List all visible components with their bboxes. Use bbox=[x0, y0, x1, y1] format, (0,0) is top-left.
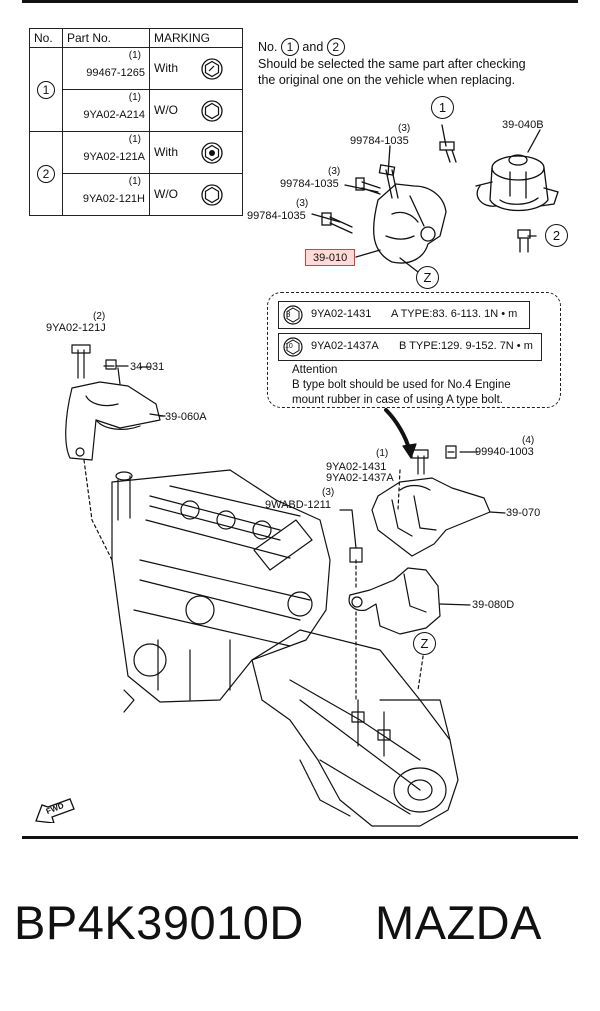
label-39-060a: 39-060A bbox=[165, 411, 207, 423]
header-part-no: Part No. bbox=[62, 28, 150, 48]
parts-table: No. Part No. MARKING 1 (1) 99467-1265 Wi… bbox=[29, 28, 243, 216]
marking-text: W/O bbox=[154, 102, 178, 117]
marking-text: With bbox=[154, 60, 178, 75]
marking-text: With bbox=[154, 144, 178, 159]
part-number: 9YA02-121H bbox=[82, 192, 145, 205]
note-and: and bbox=[302, 40, 324, 54]
qty-label: (3) bbox=[328, 166, 341, 177]
table-row: (1) 9YA02-121H W/O bbox=[30, 173, 243, 216]
bolt-mark-10: 10 bbox=[285, 343, 293, 350]
bolt-mark-10-icon bbox=[283, 337, 303, 357]
part-cell: (1) 9YA02-121H bbox=[62, 173, 150, 216]
selection-note: No. 1 and 2 Should be selected the same … bbox=[258, 38, 526, 88]
plain-bolt-icon bbox=[201, 183, 223, 206]
marked-bolt-icon bbox=[201, 57, 223, 80]
callout-z-lower: Z bbox=[413, 632, 436, 655]
attention-note: Attention B type bolt should be used for… bbox=[292, 363, 511, 408]
qty-label: (1) bbox=[128, 50, 141, 61]
marking-cell: With bbox=[149, 131, 243, 174]
qty-label: (1) bbox=[376, 448, 389, 459]
engine-assembly-drawing bbox=[65, 344, 506, 827]
callout-z-upper: Z bbox=[416, 266, 439, 289]
attention-line-1: B type bolt should be used for No.4 Engi… bbox=[292, 379, 511, 391]
group-number-1: 1 bbox=[37, 80, 55, 99]
part-cell: (1) 9YA02-121A bbox=[62, 131, 150, 174]
group-no-cell: 2 bbox=[29, 131, 63, 216]
note-line-1: No. 1 and 2 bbox=[258, 38, 526, 56]
spec-row-a: 8 9YA02-1431 A TYPE:83. 6-113. 1N • m bbox=[278, 301, 530, 329]
label-39-040b: 39-040B bbox=[502, 119, 544, 131]
bolt-mark-8: 8 bbox=[286, 310, 291, 319]
qty-label: (4) bbox=[522, 435, 535, 446]
qty-label: (3) bbox=[296, 198, 309, 209]
label-99784-1035-a: 99784-1035 bbox=[350, 135, 409, 147]
highlight-39-010 bbox=[305, 249, 355, 266]
upper-mount-drawing bbox=[311, 124, 559, 273]
note-lead: No. bbox=[258, 40, 278, 54]
label-34-031: 34-031 bbox=[130, 361, 165, 373]
qty-label: (1) bbox=[128, 176, 141, 187]
forward-arrow-icon bbox=[35, 798, 75, 823]
marked-bolt-icon bbox=[201, 141, 223, 164]
label-9ya02-1431: 9YA02-1431 bbox=[326, 461, 387, 473]
qty-label: (1) bbox=[128, 134, 141, 145]
marking-cell: W/O bbox=[149, 89, 243, 132]
part-cell: (1) 9YA02-A214 bbox=[62, 89, 150, 132]
caption-brand: MAZDA bbox=[374, 896, 542, 949]
callout-2: 2 bbox=[545, 224, 568, 247]
plain-bolt-icon bbox=[201, 99, 223, 122]
qty-label: (3) bbox=[398, 123, 411, 134]
table-row: (1) 9YA02-A214 W/O bbox=[30, 89, 243, 132]
marking-cell: With bbox=[149, 47, 243, 90]
bolt-mark-8-icon bbox=[283, 305, 303, 325]
attention-line-2: mount rubber in case of using A type bol… bbox=[292, 394, 503, 406]
caption-part-number: BP4K39010D bbox=[14, 896, 304, 949]
bottom-rule bbox=[22, 836, 578, 839]
note-circle-1: 1 bbox=[280, 38, 299, 56]
part-number: 9YA02-A214 bbox=[83, 108, 145, 121]
note-circle-2: 2 bbox=[326, 38, 345, 56]
label-39-080d: 39-080D bbox=[472, 599, 515, 611]
table-header-row: No. Part No. MARKING bbox=[29, 28, 243, 48]
table-row: 2 (1) 9YA02-121A With bbox=[29, 131, 243, 216]
spec-type-b: B TYPE:129. 9-152. 7N • m bbox=[399, 340, 533, 352]
part-number: 99467-1265 bbox=[86, 66, 145, 79]
top-rule bbox=[22, 0, 578, 3]
marking-cell: W/O bbox=[149, 173, 243, 216]
qty-label: (2) bbox=[93, 311, 106, 322]
spec-part-b: 9YA02-1437A bbox=[311, 340, 379, 352]
label-9ya02-121j: 9YA02-121J bbox=[46, 322, 106, 334]
attention-title: Attention bbox=[292, 364, 338, 376]
part-cell: (1) 99467-1265 bbox=[62, 47, 150, 90]
label-39-070: 39-070 bbox=[506, 507, 541, 519]
note-line-2: Should be selected the same part after c… bbox=[258, 57, 526, 71]
label-99784-1035-b: 99784-1035 bbox=[280, 178, 339, 190]
label-9ya02-1437a: 9YA02-1437A bbox=[326, 472, 394, 484]
spec-type-a: A TYPE:83. 6-113. 1N • m bbox=[391, 308, 518, 320]
qty-label: (3) bbox=[322, 487, 335, 498]
header-marking: MARKING bbox=[149, 28, 243, 48]
label-9wabd-1211: 9WABD-1211 bbox=[265, 499, 332, 511]
caption: BP4K39010D MAZDA bbox=[14, 895, 542, 950]
note-line-3: the original one on the vehicle when rep… bbox=[258, 73, 516, 87]
table-row: 1 (1) 99467-1265 With bbox=[29, 47, 243, 132]
marking-text: W/O bbox=[154, 186, 178, 201]
group-number-2: 2 bbox=[37, 164, 55, 183]
spec-part-a: 9YA02-1431 bbox=[311, 308, 372, 320]
label-99940-1003: 99940-1003 bbox=[475, 446, 534, 458]
label-39-010: 39-010 bbox=[313, 252, 348, 264]
label-99784-1035-c: 99784-1035 bbox=[247, 210, 306, 222]
qty-label: (1) bbox=[128, 92, 141, 103]
part-number: 9YA02-121A bbox=[83, 150, 145, 163]
spec-row-b: 10 9YA02-1437A B TYPE:129. 9-152. 7N • m bbox=[278, 333, 542, 361]
callout-1: 1 bbox=[431, 96, 454, 119]
torque-spec-box: 8 9YA02-1431 A TYPE:83. 6-113. 1N • m 10… bbox=[267, 292, 561, 408]
